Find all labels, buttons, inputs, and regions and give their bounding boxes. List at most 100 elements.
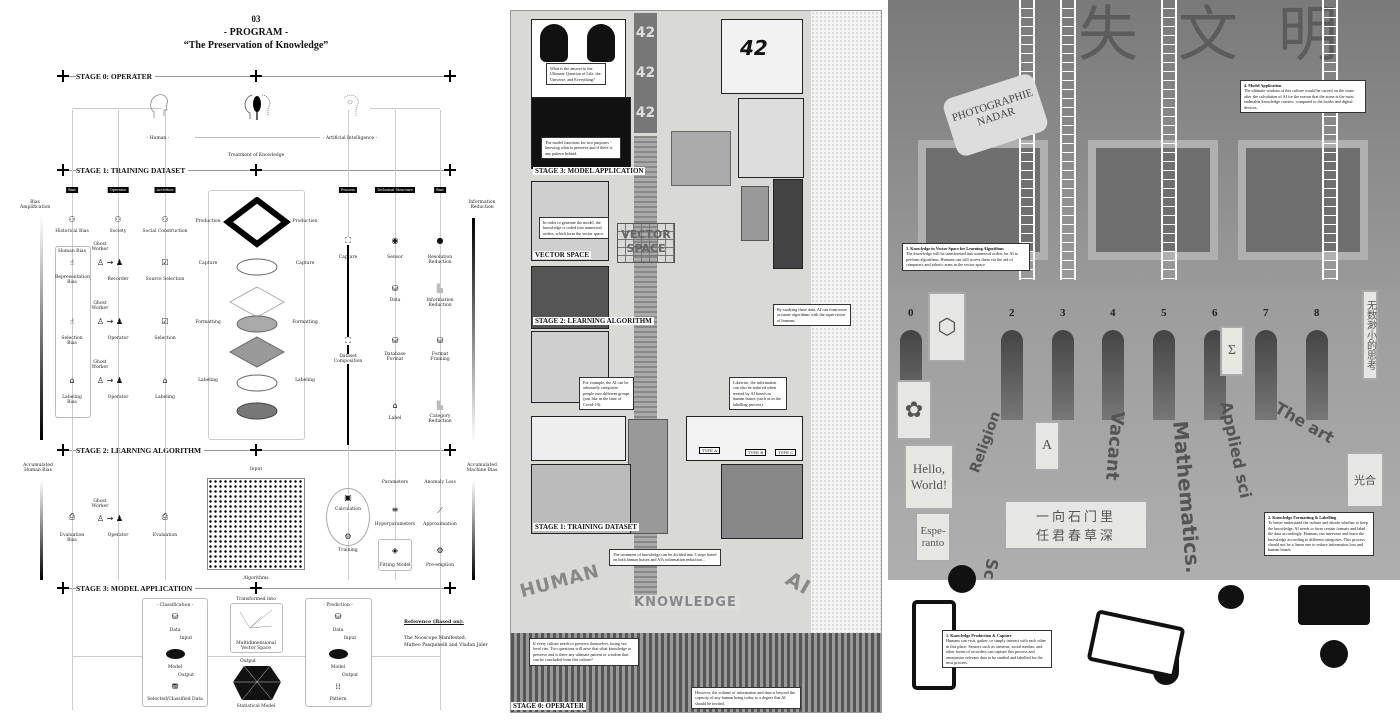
output-arrow-label: Output xyxy=(342,673,358,678)
type-a-label: TYPE A xyxy=(699,447,721,454)
plus-icon xyxy=(250,164,262,176)
caption-study: By studying these data, AI can form more… xyxy=(773,304,851,327)
format-framing-label: Format Framing xyxy=(430,352,450,362)
model-blob xyxy=(329,649,348,659)
knowledge-word: KNOWLEDGE xyxy=(631,595,740,610)
reduction-icon: ▙ xyxy=(436,401,444,410)
comic-frame-doctor xyxy=(531,416,626,461)
guide-line xyxy=(395,110,396,580)
ghost-worker-icon: ♙ → ♟ xyxy=(96,258,124,267)
comic-heading-stage-2: STAGE 2: LEARNING ALGORITHM xyxy=(533,317,654,325)
reduction-icon: ▙ xyxy=(436,284,444,293)
guide-line xyxy=(370,108,440,109)
poem-sign: 一向石门里任君春草深 xyxy=(1004,500,1148,550)
process-line xyxy=(347,245,349,445)
vector-space-label: Multidimensional Vector Space xyxy=(236,641,276,651)
arch xyxy=(1255,330,1277,420)
header-activities: Activities xyxy=(154,187,176,193)
training-loop xyxy=(326,488,370,546)
pattern-label: Pattern xyxy=(329,697,347,702)
arch-number: 2 xyxy=(1009,307,1015,319)
caption-model: The model functions for two purposes - k… xyxy=(541,137,621,160)
stage-1-heading: STAGE 1: TRAINING DATASET xyxy=(76,166,189,175)
caption-example: For example, the AI can be arbitrarily c… xyxy=(579,377,634,411)
person-head xyxy=(1218,585,1244,609)
database-icon: ⛁ xyxy=(436,336,444,345)
stone-well xyxy=(1088,140,1218,260)
database-format-label: Database Format xyxy=(384,352,406,362)
poster-number: 03 xyxy=(251,14,261,24)
data-label: Data xyxy=(389,298,401,303)
caption-title: 1. Knowledge Production & Capture xyxy=(946,633,1012,638)
ghost-worker-label: Ghost Worker xyxy=(91,242,109,252)
labeling-bias-label: Labeling Bias xyxy=(62,395,82,405)
stage-3-heading: STAGE 3: MODEL APPLICATION xyxy=(76,584,196,593)
data-label: Data xyxy=(169,628,181,633)
sigma-sign: Σ xyxy=(1220,326,1244,376)
caption-vector: In order to generate the model, the know… xyxy=(539,217,609,240)
database-icon: ⛃ xyxy=(171,682,179,691)
evaluation-icon: ⎙ xyxy=(68,512,76,521)
caption-treatment: The treatment of knowledge can be divide… xyxy=(609,549,721,566)
transformed-label: Transformed into xyxy=(236,597,276,602)
capture-process-label: Capture xyxy=(338,255,358,260)
arch-number: 4 xyxy=(1110,307,1116,319)
human-label: - Human - xyxy=(146,136,170,141)
comic-frame-crowd xyxy=(531,464,631,534)
type-c-label: TYPE C xyxy=(775,449,797,456)
bearded-man-illustration xyxy=(540,24,568,62)
arch-number: 8 xyxy=(1314,307,1320,319)
guide-line xyxy=(72,656,440,657)
plus-icon xyxy=(444,70,456,82)
number-42: 42 xyxy=(635,25,656,41)
label-label: Label xyxy=(388,416,402,421)
human-word: HUMAN xyxy=(517,560,602,603)
selection-bias-label: Selection Bias xyxy=(61,336,83,346)
comic-frame-question xyxy=(531,19,626,99)
model-label: Model xyxy=(330,665,346,670)
reference-heading: Reference (Based on): xyxy=(404,619,464,625)
comic-frame-woman xyxy=(738,98,804,178)
arch xyxy=(1001,330,1023,420)
robot-arm-icon: ⚙ xyxy=(436,546,444,555)
accumulated-human-bias-label: Accumulated Human Bias xyxy=(23,463,53,473)
production-label: Production xyxy=(195,219,221,224)
formatting-label: Formatting xyxy=(292,320,318,325)
header-operator: Operator xyxy=(107,187,129,193)
ghost-worker-icon: ♙ → ♟ xyxy=(96,514,124,523)
layer-stack-graphic xyxy=(223,197,291,420)
calculation-label: Calculation xyxy=(335,507,361,512)
input-label: Input xyxy=(249,467,263,472)
arch xyxy=(1306,330,1328,420)
arch-number: 5 xyxy=(1161,307,1167,319)
ai-head-icon xyxy=(343,94,359,116)
model-label: Model xyxy=(167,665,183,670)
stage-2-heading: STAGE 2: LEARNING ALGORITHM xyxy=(76,446,205,455)
evaluation-icon: ⎙ xyxy=(161,512,169,521)
capture-label: Capture xyxy=(295,261,315,266)
treatment-label: Treatment of Knowledge xyxy=(227,153,285,158)
plus-icon xyxy=(444,444,456,456)
checkbox-icon: ☑ xyxy=(161,317,169,326)
arch xyxy=(1102,330,1124,420)
dotted-margin xyxy=(811,11,881,712)
human-bias-label: Human Bias xyxy=(58,249,86,254)
stage-0-heading: STAGE 0: OPERATER xyxy=(76,72,155,81)
plus-icon xyxy=(57,582,69,594)
parameters-label: Parameters xyxy=(381,480,409,485)
caption-body: To better understand the culture and dec… xyxy=(1268,520,1369,553)
comic-frame-bear xyxy=(773,179,803,269)
ladder xyxy=(1161,0,1177,280)
arch-number: 6 xyxy=(1212,307,1218,319)
ghost-worker-label: Ghost Worker xyxy=(91,360,109,370)
evaluation-label: Evaluation xyxy=(152,533,178,538)
poster-program: - PROGRAM - xyxy=(223,27,289,38)
production-label: Production xyxy=(292,219,318,224)
sliders-icon: ≡ xyxy=(391,505,399,514)
caption-question: What is the answer to the Ultimate Quest… xyxy=(546,63,606,86)
operator-label: Operator xyxy=(107,533,129,538)
people-icon: ⚇ xyxy=(68,215,76,224)
data-icon: ⛁ xyxy=(171,612,179,621)
